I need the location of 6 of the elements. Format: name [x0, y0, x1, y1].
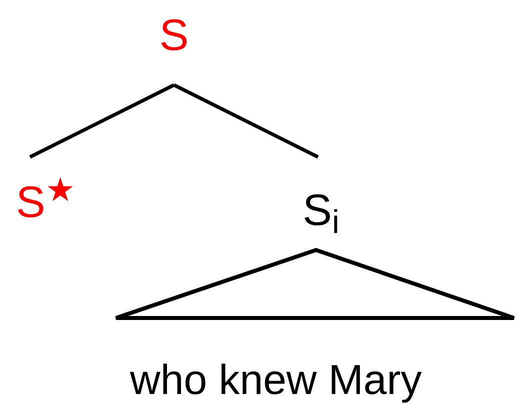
node-label: S$^{★}$: [16, 178, 76, 227]
node-label: S: [159, 11, 189, 60]
tree-branch: [173, 83, 319, 159]
constituent-words: who knew Mary: [130, 356, 422, 404]
node-label: S$_{i}$: [302, 186, 340, 235]
tree-branch: [29, 83, 175, 159]
